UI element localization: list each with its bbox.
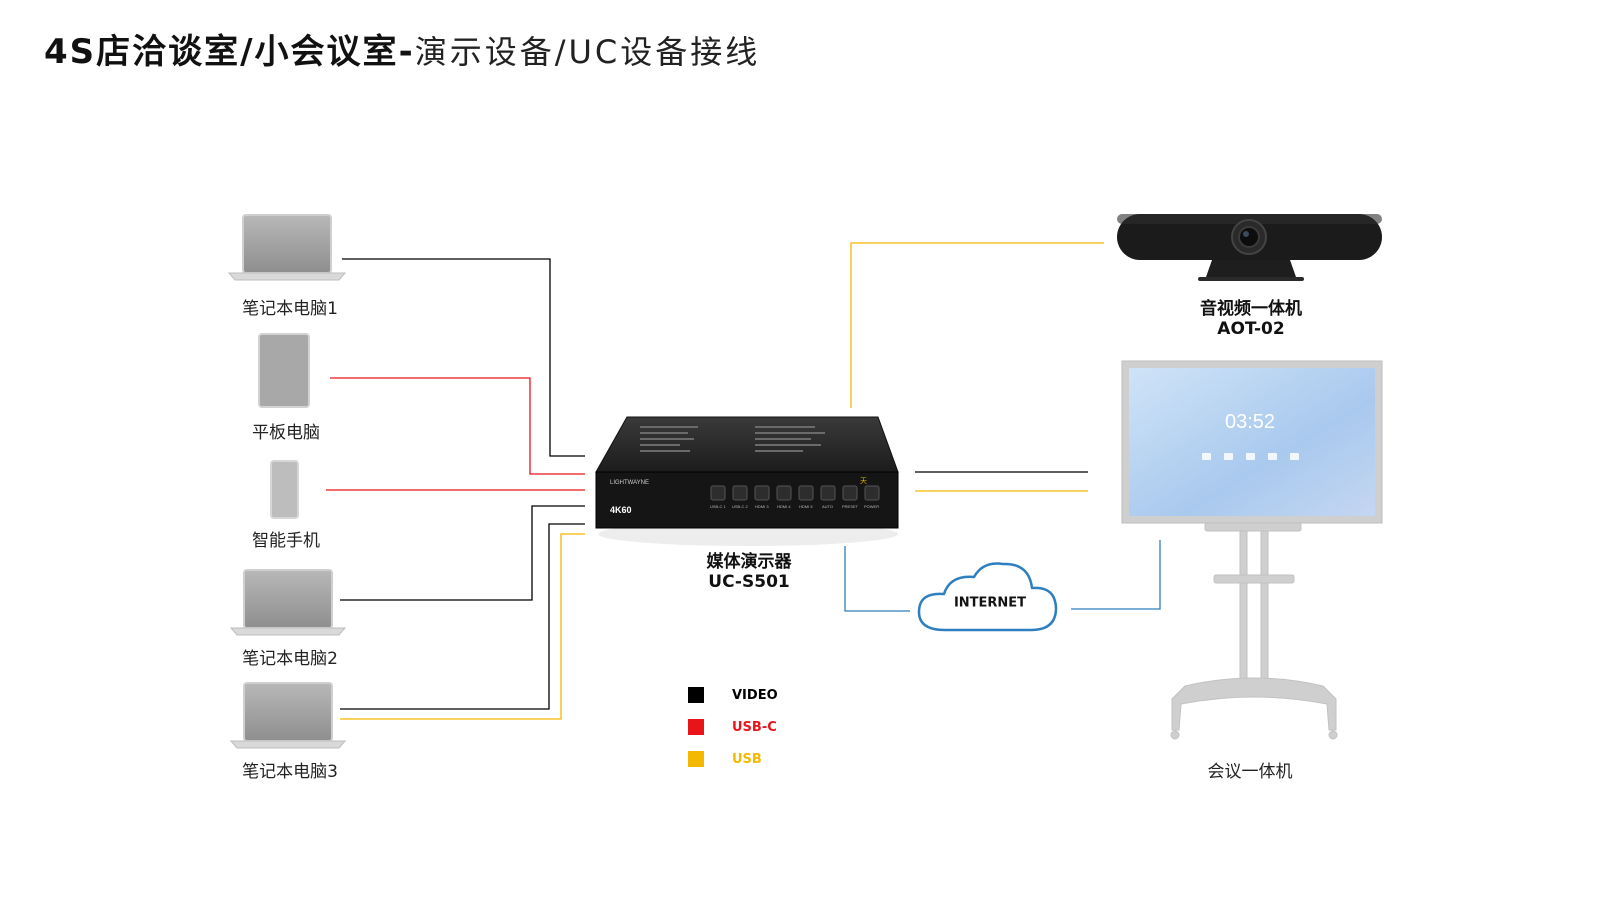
laptop-1-label: 笔记本电脑1: [242, 299, 338, 319]
phone-icon: [270, 460, 299, 519]
switcher-button-6: [820, 485, 836, 501]
laptop-1-icon: [227, 214, 347, 281]
display-label: 会议一体机: [1207, 762, 1293, 782]
switcher-button-label-8: POWER: [864, 504, 879, 509]
legend-swatch-usbc: [688, 719, 704, 735]
switcher-buttons: [710, 485, 880, 501]
line-tablet-usbc: [330, 377, 585, 475]
internet-cloud-icon: [917, 562, 1058, 632]
switcher-label: 媒体演示器 UC-S501: [707, 552, 792, 592]
switcher-button-8: [864, 485, 880, 501]
display-stand: [1170, 522, 1338, 740]
switcher-brand: LIGHTWAYNE: [610, 480, 649, 486]
line-switcher-camera-usb: [850, 242, 1104, 408]
laptop-3-icon: [229, 682, 347, 749]
switcher-label-panel: [640, 426, 825, 452]
legend-swatch-video: [688, 687, 704, 703]
display-app-icons: [1202, 453, 1299, 460]
switcher-button-label-6: AUTO: [822, 504, 833, 509]
switcher-button-label-2: USB-C 2: [732, 504, 749, 509]
switcher-button-label-4: HDMI 4: [777, 504, 791, 509]
legend-item-usbc: USB-C: [688, 717, 777, 737]
legend-item-usb: USB: [688, 749, 762, 769]
display-clock: 03:52: [1225, 411, 1275, 433]
switcher-brand-mark: 天: [860, 477, 867, 485]
switcher-button-label-5: HDMI 5: [799, 504, 813, 509]
switcher-button-5: [798, 485, 814, 501]
line-laptop1-video: [342, 258, 585, 457]
display-app-icon-4: [1268, 453, 1277, 460]
switcher-button-4: [776, 485, 792, 501]
switcher-name: 媒体演示器: [706, 552, 792, 572]
legend-label-usbc: USB-C: [732, 719, 777, 735]
media-switcher-device: LIGHTWAYNE 4K60 天 USB-C 1 USB-C 2 HDMI 3…: [595, 416, 899, 546]
page-title: 4S店洽谈室/小会议室-演示设备/UC设备接线: [44, 24, 760, 73]
conference-display-device: 03:52: [1121, 360, 1383, 740]
display-app-icon-5: [1290, 453, 1299, 460]
tablet-icon: [258, 333, 310, 408]
legend-label-usb: USB: [732, 751, 762, 767]
title-light-part: 演示设备/UC设备接线: [414, 33, 761, 71]
laptop-3-label: 笔记本电脑3: [242, 762, 338, 782]
usbc-lines: [326, 377, 585, 491]
switcher-button-label-1: USB-C 1: [710, 504, 727, 509]
video-lines: [340, 258, 1088, 710]
title-bold-part: 4S店洽谈室/小会议室: [44, 32, 399, 72]
switcher-button-2: [732, 485, 748, 501]
switcher-resolution: 4K60: [610, 505, 632, 515]
camera-name: 音视频一体机: [1200, 299, 1302, 319]
switcher-button-label-3: HDMI 3: [755, 504, 769, 509]
laptop-2-label: 笔记本电脑2: [242, 649, 338, 669]
camera-label: 音视频一体机 AOT-02: [1200, 299, 1302, 339]
legend-item-video: VIDEO: [688, 685, 778, 705]
title-separator: -: [398, 32, 415, 72]
switcher-button-labels: USB-C 1 USB-C 2 HDMI 3 HDMI 4 HDMI 5 AUT…: [710, 504, 879, 509]
network-lines: [844, 540, 1161, 612]
phone-label: 智能手机: [252, 531, 320, 551]
usb-lines: [340, 242, 1104, 720]
switcher-model: UC-S501: [708, 572, 790, 592]
switcher-button-3: [754, 485, 770, 501]
line-switcher-internet: [844, 546, 910, 612]
tablet-label: 平板电脑: [252, 423, 320, 443]
camera-model: AOT-02: [1217, 319, 1285, 339]
line-laptop2-video: [340, 505, 585, 601]
switcher-button-1: [710, 485, 726, 501]
switcher-button-7: [842, 485, 858, 501]
display-app-icon-3: [1246, 453, 1255, 460]
switcher-button-label-7: PRESET: [842, 504, 859, 509]
line-laptop3-usb: [340, 533, 585, 720]
legend-label-video: VIDEO: [732, 687, 778, 703]
line-internet-display: [1071, 540, 1161, 610]
display-app-icon-2: [1224, 453, 1233, 460]
internet-label: INTERNET: [953, 595, 1027, 611]
camera-soundbar-device: [1117, 214, 1382, 281]
line-laptop3-video: [340, 523, 585, 710]
legend-swatch-usb: [688, 751, 704, 767]
display-app-icon-1: [1202, 453, 1211, 460]
laptop-2-icon: [229, 569, 347, 636]
